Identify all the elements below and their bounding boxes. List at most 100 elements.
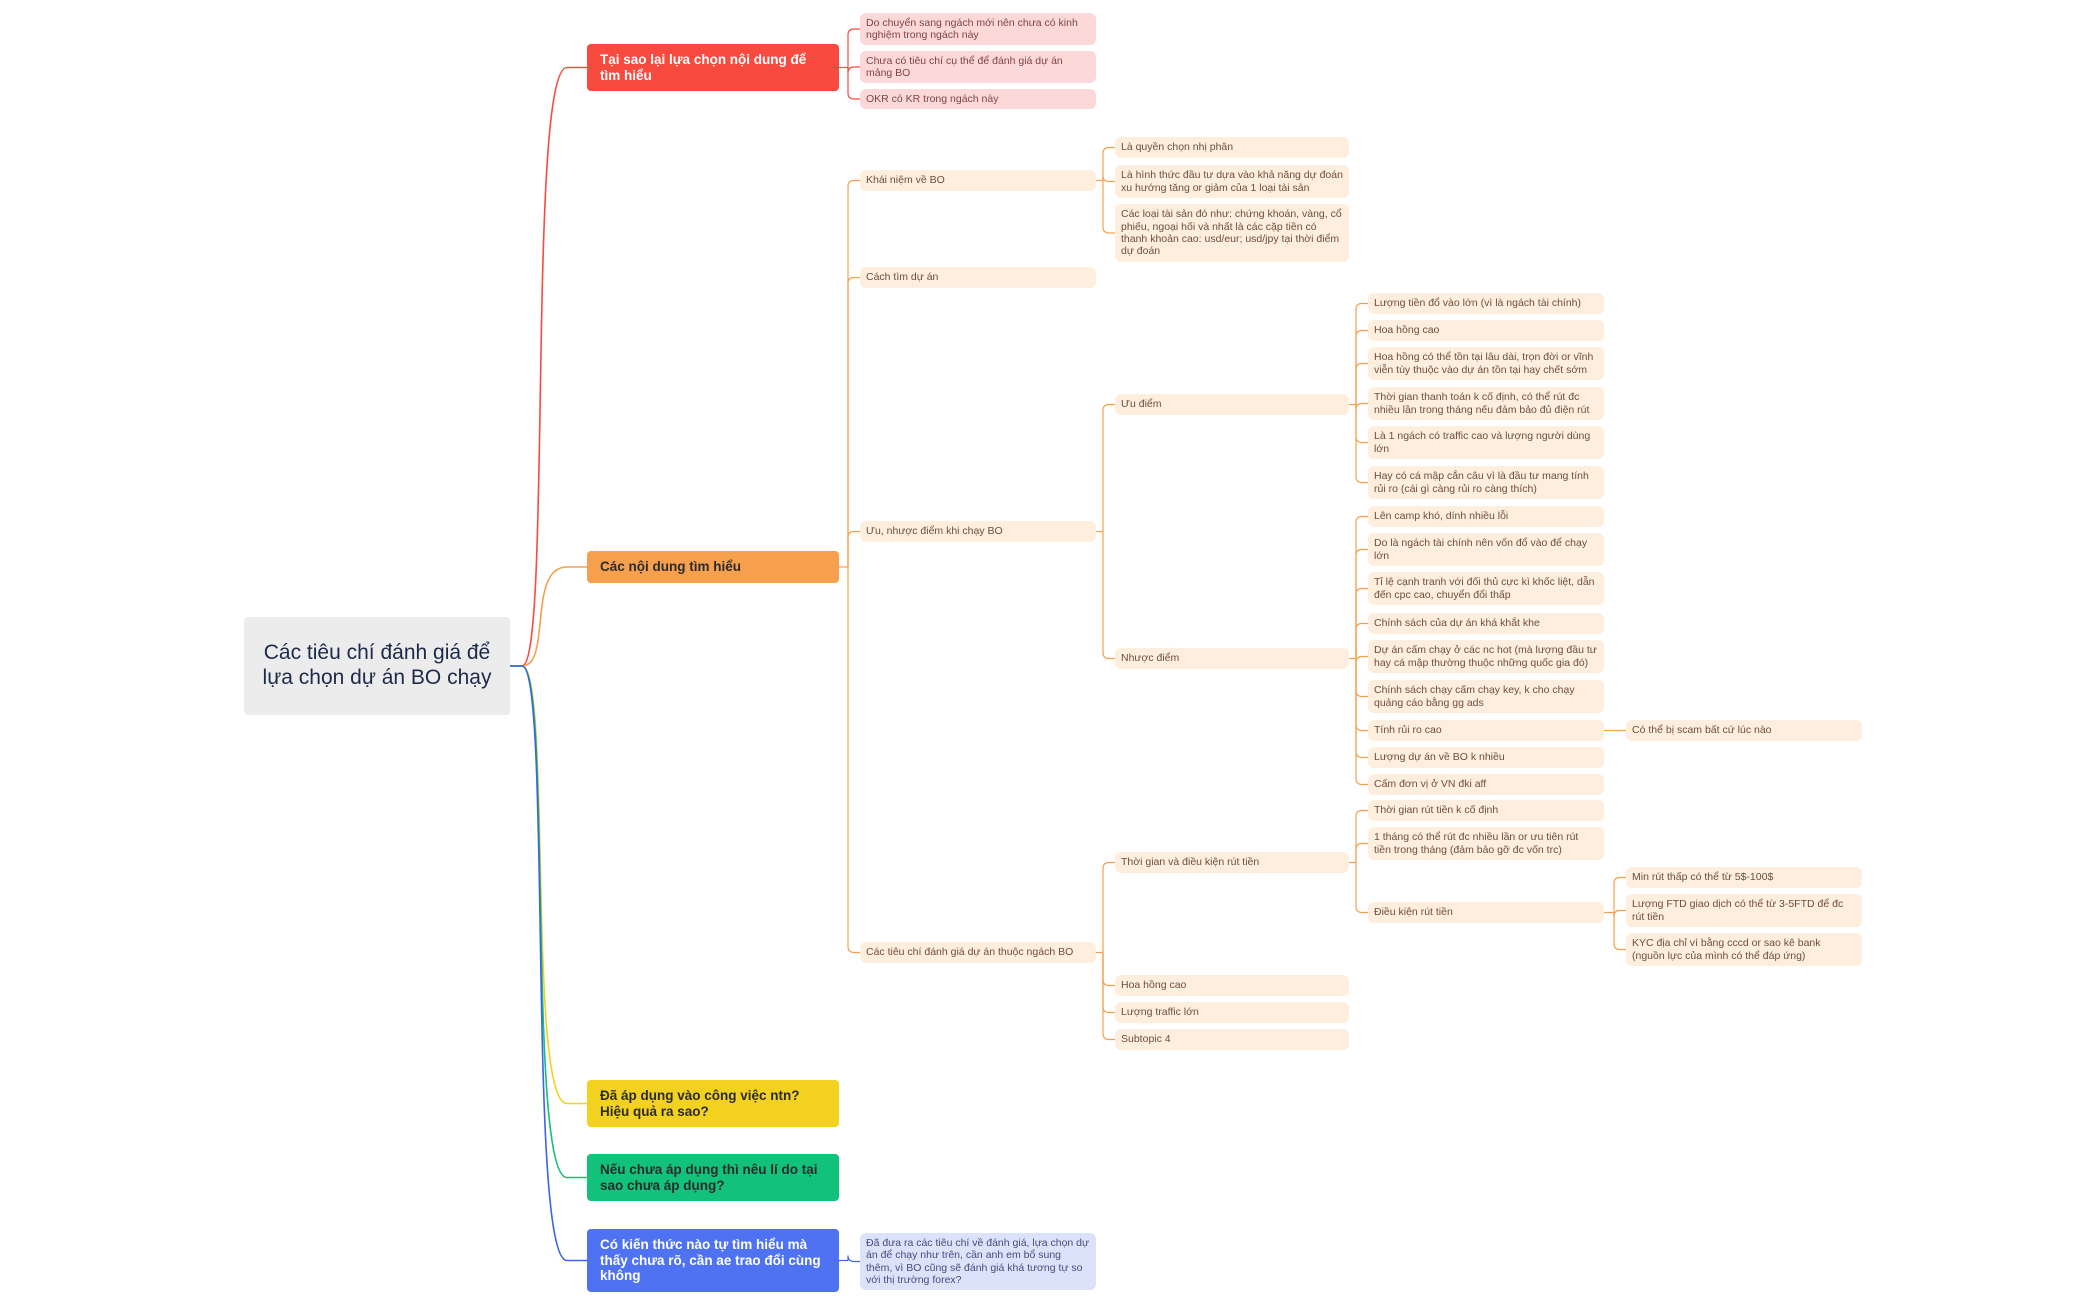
condition-item-3-text: KYC địa chỉ ví bằng cccd or sao kê bank … — [1632, 937, 1821, 962]
condition-links-link-1 — [1613, 909, 1626, 917]
condition-links-link-2 — [1613, 912, 1626, 951]
cons-item-9[interactable]: Cấm đơn vị ở VN đki aff — [1368, 774, 1604, 795]
pros-item-1[interactable]: Lượng tiền đổ vào lớn (vì là ngách tài c… — [1368, 293, 1604, 314]
pros-item-2-text: Hoa hồng cao — [1374, 324, 1440, 337]
root-link-branch-why-topic — [510, 66, 587, 667]
condition-item-2[interactable]: Lượng FTD giao dịch có thể từ 3-5FTD để … — [1626, 894, 1862, 927]
criteria-other-2-text: Lượng traffic lớn — [1121, 1006, 1199, 1019]
condition-item-1[interactable]: Min rút thấp có thể từ 5$-100$ — [1626, 867, 1862, 888]
why-links-link-2 — [847, 67, 860, 100]
root-link-branch-applied-topic — [510, 665, 587, 1105]
pros-item-3-text: Hoa hồng có thể tồn tại lâu dài, trọn đờ… — [1374, 351, 1594, 376]
criteria-other-3[interactable]: Subtopic 4 — [1115, 1029, 1349, 1050]
proscons-links-link-0 — [1102, 403, 1115, 532]
withdraw-item-2[interactable]: 1 tháng có thể rút đc nhiều lần or ưu ti… — [1368, 827, 1604, 860]
cons-item-5[interactable]: Dự án cấm chạy ở các nc hot (mà lượng đầ… — [1368, 640, 1604, 673]
withdraw-links-link-1 — [1355, 842, 1368, 863]
criteria-links-link-3 — [1102, 952, 1115, 1041]
concept-item-1[interactable]: Là quyền chọn nhị phân — [1115, 137, 1349, 158]
withdraw-conditions-label: Điều kiện rút tiền — [1374, 906, 1453, 919]
concept-topic[interactable]: Khái niệm về BO — [860, 170, 1096, 191]
cons-item-1-text: Lên camp khó, dính nhiều lỗi — [1374, 510, 1509, 523]
find-project-label: Cách tìm dự án — [866, 271, 939, 284]
condition-item-3[interactable]: KYC địa chỉ ví bằng cccd or sao kê bank … — [1626, 933, 1862, 966]
content-links-link-3 — [847, 567, 860, 954]
branch-not-applied-topic[interactable]: Nếu chưa áp dụng thì nêu lí do tại sao c… — [587, 1154, 839, 1201]
withdraw-conditions-topic[interactable]: Điều kiện rút tiền — [1368, 902, 1604, 923]
pros-topic[interactable]: Ưu điểm — [1115, 394, 1349, 415]
unclear-note-text: Đã đưa ra các tiêu chí về đánh giá, lựa … — [866, 1236, 1090, 1286]
why-item-3[interactable]: OKR có KR trong ngách này — [860, 89, 1096, 109]
risk-note[interactable]: Có thể bị scam bất cứ lúc nào — [1626, 720, 1862, 741]
branch-content-label: Các nội dung tìm hiểu — [600, 559, 741, 575]
withdraw-item-2-text: 1 tháng có thể rút đc nhiều lần or ưu ti… — [1374, 831, 1579, 856]
withdraw-links-link-2 — [1355, 862, 1368, 914]
concept-links-link-2 — [1102, 180, 1115, 234]
cons-item-7[interactable]: Tính rủi ro cao — [1368, 720, 1604, 741]
concept-links-link-1 — [1102, 175, 1115, 183]
cons-links-link-0 — [1355, 515, 1368, 659]
find-project-topic[interactable]: Cách tìm dự án — [860, 267, 1096, 288]
concept-item-2[interactable]: Là hình thức đầu tư dựa vào khả năng dự … — [1115, 165, 1349, 198]
withdraw-item-1[interactable]: Thời gian rút tiền k cố định — [1368, 800, 1604, 821]
withdraw-topic[interactable]: Thời gian và điều kiện rút tiền — [1115, 852, 1349, 873]
cons-links-link-7 — [1355, 658, 1368, 759]
cons-item-1[interactable]: Lên camp khó, dính nhiều lỗi — [1368, 506, 1604, 527]
cons-topic[interactable]: Nhược điểm — [1115, 648, 1349, 669]
why-item-1[interactable]: Do chuyển sang ngách mới nên chưa có kin… — [860, 13, 1096, 45]
cons-links-link-2 — [1355, 587, 1368, 659]
cons-item-6[interactable]: Chính sách chạy cấm chạy key, k cho chạy… — [1368, 680, 1604, 713]
pros-links-link-2 — [1355, 362, 1368, 405]
proscons-topic[interactable]: Ưu, nhược điểm khi chạy BO — [860, 521, 1096, 542]
root-link-branch-not-applied-topic — [510, 665, 587, 1179]
branch-applied-topic[interactable]: Đã áp dụng vào công việc ntn? Hiệu quả r… — [587, 1080, 839, 1127]
cons-links-link-4 — [1355, 655, 1368, 663]
root-link-branch-unclear-topic — [510, 665, 587, 1262]
concept-item-3[interactable]: Các loại tài sản đó như: chứng khoán, và… — [1115, 204, 1349, 262]
content-links-link-2 — [847, 530, 860, 567]
cons-item-4-text: Chính sách của dự án khá khắt khe — [1374, 617, 1540, 630]
cons-item-7-text: Tính rủi ro cao — [1374, 724, 1442, 737]
concept-label: Khái niệm về BO — [866, 174, 945, 187]
criteria-other-1-text: Hoa hồng cao — [1121, 979, 1187, 992]
condition-item-1-text: Min rút thấp có thể từ 5$-100$ — [1632, 871, 1774, 884]
cons-item-3[interactable]: Tỉ lệ cạnh tranh với đối thủ cực kì khốc… — [1368, 572, 1604, 605]
cons-item-9-text: Cấm đơn vị ở VN đki aff — [1374, 778, 1487, 791]
pros-item-4-text: Thời gian thanh toán k cố định, có thể r… — [1374, 391, 1590, 416]
unclear-note[interactable]: Đã đưa ra các tiêu chí về đánh giá, lựa … — [860, 1233, 1096, 1290]
pros-item-5-text: Là 1 ngách có traffic cao và lượng người… — [1374, 430, 1591, 455]
branch-why-topic[interactable]: Tại sao lại lựa chọn nội dung để tìm hiể… — [587, 44, 839, 91]
criteria-label: Các tiêu chí đánh giá dự án thuộc ngách … — [866, 946, 1074, 959]
why-item-2[interactable]: Chưa có tiêu chí cụ thể để đánh giá dự á… — [860, 51, 1096, 83]
withdraw-links-link-0 — [1355, 809, 1368, 863]
pros-item-6-text: Hay có cá mập cắn câu vì là đầu tư mang … — [1374, 470, 1589, 495]
withdraw-label: Thời gian và điều kiện rút tiền — [1121, 856, 1260, 869]
branch-unclear-topic[interactable]: Có kiến thức nào tự tìm hiểu mà thấy chư… — [587, 1229, 839, 1292]
pros-item-2[interactable]: Hoa hồng cao — [1368, 320, 1604, 341]
branch-unclear-label: Có kiến thức nào tự tìm hiểu mà thấy chư… — [600, 1236, 821, 1284]
cons-links-link-8 — [1355, 658, 1368, 786]
branch-content-topic[interactable]: Các nội dung tìm hiểu — [587, 551, 839, 583]
risk-note-text: Có thể bị scam bất cứ lúc nào — [1632, 724, 1772, 737]
criteria-other-2[interactable]: Lượng traffic lớn — [1115, 1002, 1349, 1023]
withdraw-item-1-text: Thời gian rút tiền k cố định — [1374, 804, 1499, 817]
condition-links-link-0 — [1613, 876, 1626, 913]
cons-item-5-text: Dự án cấm chạy ở các nc hot (mà lượng đầ… — [1374, 644, 1597, 669]
criteria-other-3-text: Subtopic 4 — [1121, 1033, 1171, 1046]
pros-item-5[interactable]: Là 1 ngách có traffic cao và lượng người… — [1368, 426, 1604, 459]
root-topic[interactable]: Các tiêu chí đánh giá để lựa chọn dự án … — [244, 617, 510, 715]
cons-links-link-1 — [1355, 548, 1368, 659]
pros-item-6[interactable]: Hay có cá mập cắn câu vì là đầu tư mang … — [1368, 466, 1604, 499]
root-topic-label: Các tiêu chí đánh giá để lựa chọn dự án … — [262, 641, 492, 689]
pros-links-link-0 — [1355, 302, 1368, 405]
pros-item-3[interactable]: Hoa hồng có thể tồn tại lâu dài, trọn đờ… — [1368, 347, 1604, 380]
cons-item-4[interactable]: Chính sách của dự án khá khắt khe — [1368, 613, 1604, 634]
criteria-topic[interactable]: Các tiêu chí đánh giá dự án thuộc ngách … — [860, 942, 1096, 963]
pros-item-4[interactable]: Thời gian thanh toán k cố định, có thể r… — [1368, 387, 1604, 420]
criteria-other-1[interactable]: Hoa hồng cao — [1115, 975, 1349, 996]
cons-item-8[interactable]: Lượng dự án về BO k nhiều — [1368, 747, 1604, 768]
why-item-3-text: OKR có KR trong ngách này — [866, 92, 999, 105]
pros-links-link-5 — [1355, 404, 1368, 484]
concept-links-link-0 — [1102, 146, 1115, 181]
cons-item-2[interactable]: Do là ngách tài chính nên vốn đổ vào để … — [1368, 533, 1604, 566]
